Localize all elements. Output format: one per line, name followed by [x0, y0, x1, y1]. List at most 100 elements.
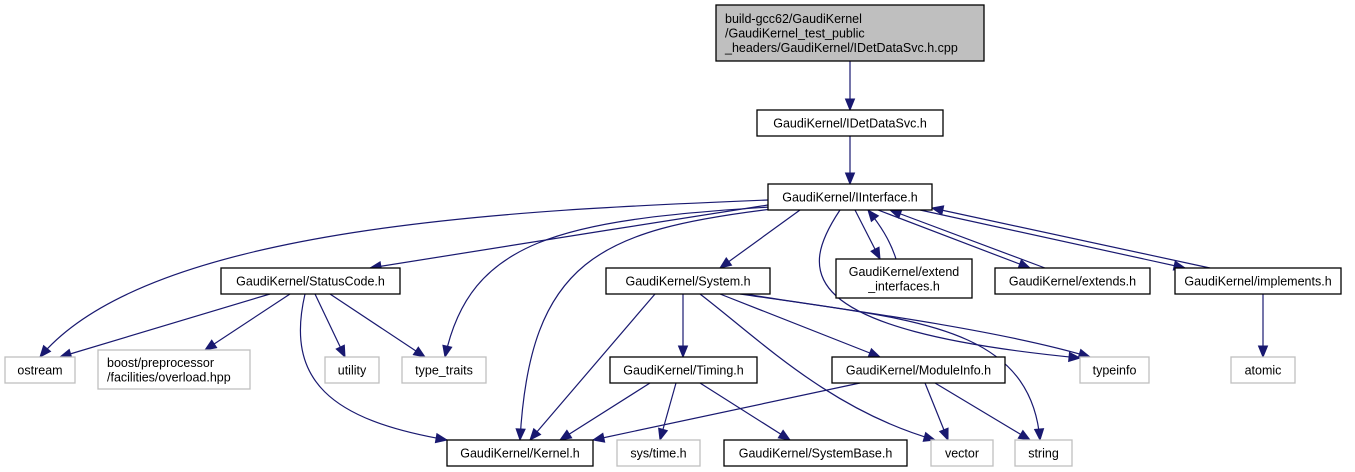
edge-line — [592, 382, 861, 441]
node-label: boost/preprocessor — [107, 356, 214, 370]
node-label: utility — [338, 364, 367, 378]
edge-implements-to-iinterface — [930, 205, 1211, 269]
node-label: GaudiKernel/ModuleInfo.h — [846, 364, 991, 378]
node-iinterface[interactable]: GaudiKernel/IInterface.h — [767, 183, 933, 211]
node-root[interactable]: build-gcc62/GaudiKernel/GaudiKernel_test… — [715, 4, 985, 62]
node-box — [1174, 267, 1342, 295]
node-label: GaudiKernel/System.h — [625, 275, 750, 289]
edge-line — [299, 293, 448, 441]
node-box — [1230, 356, 1296, 384]
node-label: GaudiKernel/implements.h — [1184, 275, 1331, 289]
arrowhead-icon — [658, 427, 669, 442]
node-ostream: ostream — [4, 356, 76, 384]
node-label: ostream — [17, 364, 62, 378]
edge-statuscode-to-boost_overload — [203, 293, 291, 351]
arrowhead-icon — [718, 257, 733, 269]
edge-line — [919, 209, 1186, 269]
node-statuscode[interactable]: GaudiKernel/StatusCode.h — [220, 267, 401, 295]
node-box — [723, 439, 908, 467]
node-box — [767, 183, 933, 211]
node-label: GaudiKernel/IDetDataSvc.h — [773, 117, 927, 131]
node-box — [4, 356, 76, 384]
nodes-layer: build-gcc62/GaudiKernel/GaudiKernel_test… — [4, 4, 1342, 467]
edge-iinterface-to-type_traits — [442, 206, 771, 359]
node-label: build-gcc62/GaudiKernel — [725, 12, 862, 26]
edge-line — [931, 207, 1211, 269]
node-box — [446, 439, 594, 467]
edge-root-to-idetdatasvc — [844, 61, 856, 112]
node-box — [97, 349, 251, 390]
edge-implements-to-atomic — [1257, 294, 1269, 359]
arrowhead-icon — [515, 428, 526, 442]
node-type-traits: type_traits — [401, 356, 487, 384]
edge-timing-to-systime — [658, 382, 677, 442]
edge-iinterface-to-kernel — [515, 208, 773, 442]
node-label: _headers/GaudiKernel/IDetDataSvc.h.cpp — [724, 41, 958, 55]
node-label: typeinfo — [1093, 364, 1137, 378]
node-timing[interactable]: GaudiKernel/Timing.h — [609, 356, 758, 384]
node-box — [220, 267, 401, 295]
arrowhead-icon — [867, 208, 880, 223]
edge-system-to-string — [744, 293, 1045, 442]
node-kernel[interactable]: GaudiKernel/Kernel.h — [446, 439, 594, 467]
edge-moduleinfo-to-vector — [924, 382, 949, 442]
node-atomic: atomic — [1230, 356, 1296, 384]
node-extend-interfaces[interactable]: GaudiKernel/extend_interfaces.h — [835, 258, 973, 299]
arrowhead-icon — [335, 344, 346, 359]
node-label: GaudiKernel/StatusCode.h — [236, 275, 385, 289]
arrowhead-icon — [870, 246, 881, 261]
edge-timing-to-kernel — [558, 382, 651, 441]
node-label: GaudiKernel/IInterface.h — [782, 191, 918, 205]
node-extends[interactable]: GaudiKernel/extends.h — [994, 267, 1151, 295]
node-systime: sys/time.h — [616, 439, 701, 467]
node-label: GaudiKernel/extends.h — [1009, 275, 1136, 289]
node-label: atomic — [1245, 364, 1282, 378]
edge-iinterface-to-system — [718, 209, 801, 269]
edge-line — [934, 382, 1031, 441]
edge-moduleinfo-to-kernel — [591, 382, 861, 443]
node-idetdatasvc[interactable]: GaudiKernel/IDetDataSvc.h — [756, 109, 944, 137]
arrowhead-icon — [442, 344, 453, 359]
edge-line — [889, 209, 1046, 269]
arrowhead-icon — [1257, 345, 1269, 359]
node-box — [401, 356, 487, 384]
edge-line — [744, 293, 1041, 441]
arrowhead-icon — [1068, 351, 1082, 363]
node-box — [609, 356, 758, 384]
node-label: /facilities/overload.hpp — [107, 370, 231, 384]
edge-statuscode-to-kernel — [299, 293, 449, 444]
node-box — [835, 258, 973, 299]
node-box — [616, 439, 701, 467]
edge-line — [719, 209, 801, 269]
node-label: GaudiKernel/Kernel.h — [460, 447, 580, 461]
node-label: GaudiKernel/Timing.h — [623, 364, 743, 378]
node-systembase[interactable]: GaudiKernel/SystemBase.h — [723, 439, 908, 467]
node-box — [831, 356, 1006, 384]
node-box — [930, 439, 994, 467]
arrowhead-icon — [867, 347, 882, 358]
arrowhead-icon — [677, 345, 689, 359]
arrowhead-icon — [1033, 428, 1045, 442]
edge-iinterface-to-ostream — [39, 199, 769, 359]
node-label: string — [1028, 447, 1059, 461]
edge-line — [329, 293, 426, 358]
node-box — [994, 267, 1151, 295]
node-label: type_traits — [415, 364, 473, 378]
arrowhead-icon — [529, 427, 542, 442]
arrowhead-icon — [39, 344, 52, 359]
edge-system-to-timing — [677, 294, 689, 359]
arrowhead-icon — [412, 346, 427, 358]
node-label: GaudiKernel/extend — [849, 265, 960, 279]
node-system[interactable]: GaudiKernel/System.h — [605, 267, 771, 295]
node-implements[interactable]: GaudiKernel/implements.h — [1174, 267, 1342, 295]
edge-line — [314, 293, 346, 358]
edge-line — [444, 206, 771, 358]
edge-line — [369, 204, 769, 269]
node-moduleinfo[interactable]: GaudiKernel/ModuleInfo.h — [831, 356, 1006, 384]
arrowhead-icon — [203, 339, 218, 351]
edge-line — [59, 293, 271, 358]
edge-line — [39, 199, 769, 358]
edge-extend_interfaces-to-iinterface — [867, 208, 897, 260]
node-box — [324, 356, 380, 384]
node-utility: utility — [324, 356, 380, 384]
